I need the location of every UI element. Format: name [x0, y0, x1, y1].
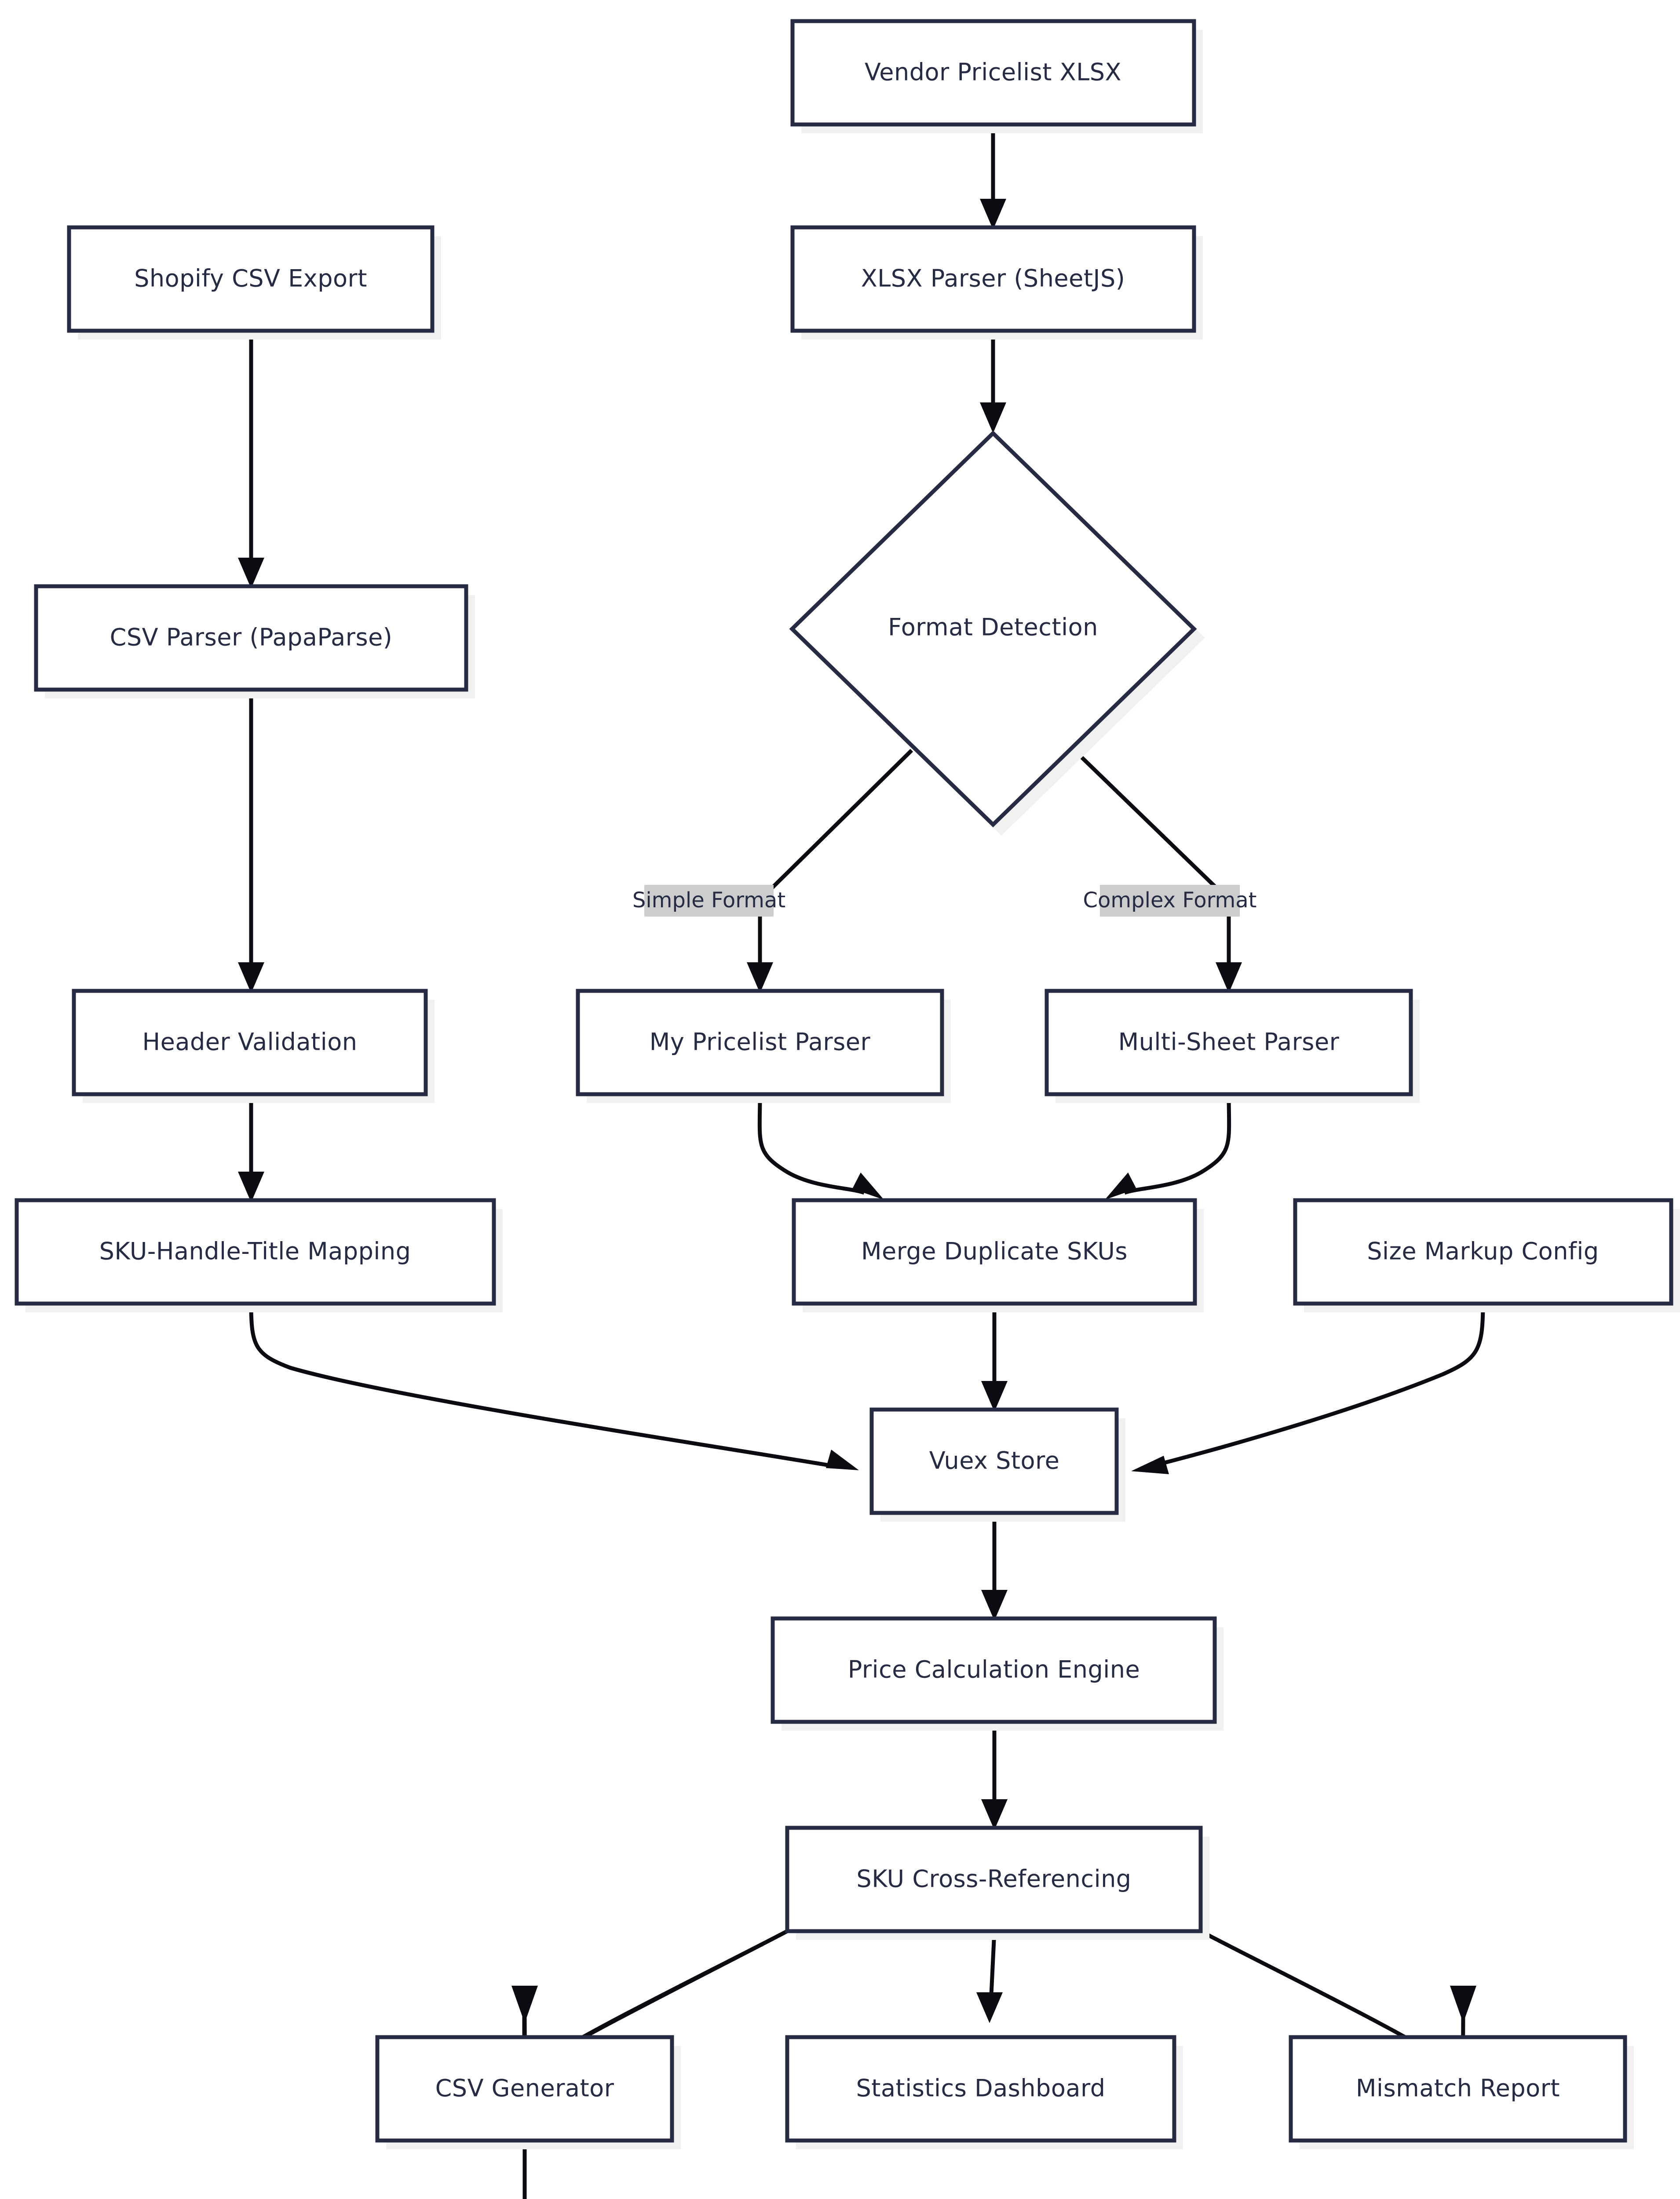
node-label-shopify-csv-export: Shopify CSV Export	[134, 265, 367, 292]
edge-format-detection-to-my-pricelist-parser	[747, 749, 913, 993]
edge-label-text-simple-format: Simple Format	[632, 888, 785, 913]
node-label-vuex-store: Vuex Store	[929, 1447, 1060, 1475]
node-label-sku-handle-title-mapping: SKU-Handle-Title Mapping	[99, 1238, 411, 1265]
edge-label-simple-format: Simple Format	[632, 885, 785, 917]
node-label-price-calculation-engine: Price Calculation Engine	[848, 1656, 1140, 1684]
node-csv-parser-papaparse[interactable]: CSV Parser (PapaParse)	[34, 584, 468, 692]
edge-label-layer: Simple Format Complex Format	[632, 885, 1257, 917]
node-label-xlsx-parser-sheetjs: XLSX Parser (SheetJS)	[861, 265, 1125, 292]
node-my-pricelist-parser[interactable]: My Pricelist Parser	[576, 989, 944, 1096]
edge-price-calculation-engine-to-sku-cross-referencing	[981, 1722, 1008, 1830]
node-label-header-validation: Header Validation	[142, 1028, 358, 1056]
edge-multi-sheet-parser-to-merge-duplicate-skus	[1105, 1094, 1231, 1200]
edge-csv-generator-to-download-csv	[522, 2141, 527, 2199]
node-label-vendor-pricelist-xlsx: Vendor Pricelist XLSX	[865, 58, 1121, 86]
edge-sku-cross-referencing-to-statistics-dashboard	[976, 1931, 1003, 2023]
node-label-my-pricelist-parser: My Pricelist Parser	[650, 1028, 871, 1056]
node-label-merge-duplicate-skus: Merge Duplicate SKUs	[861, 1238, 1128, 1265]
edge-my-pricelist-parser-to-merge-duplicate-skus	[757, 1094, 884, 1200]
edge-xlsx-parser-to-format-detection	[980, 331, 1006, 433]
node-label-multi-sheet-parser: Multi-Sheet Parser	[1118, 1028, 1340, 1056]
node-vendor-pricelist-xlsx[interactable]: Vendor Pricelist XLSX	[790, 19, 1196, 127]
edge-vendor-xlsx-to-xlsx-parser	[980, 124, 1006, 230]
node-label-mismatch-report: Mismatch Report	[1356, 2075, 1560, 2102]
node-merge-duplicate-skus[interactable]: Merge Duplicate SKUs	[792, 1198, 1197, 1306]
edge-csv-parser-to-header-validation	[238, 690, 264, 993]
node-label-csv-parser-papaparse: CSV Parser (PapaParse)	[110, 624, 393, 651]
node-csv-generator[interactable]: CSV Generator	[375, 2035, 674, 2143]
node-sku-handle-title-mapping[interactable]: SKU-Handle-Title Mapping	[15, 1198, 496, 1306]
edge-size-markup-config-to-vuex-store	[1131, 1303, 1485, 1474]
node-label-format-detection: Format Detection	[888, 614, 1098, 641]
node-shopify-csv-export[interactable]: Shopify CSV Export	[67, 225, 435, 333]
edge-sku-mapping-to-vuex-store	[249, 1303, 859, 1470]
edge-vuex-store-to-price-calculation-engine	[981, 1513, 1008, 1621]
edge-label-complex-format: Complex Format	[1083, 885, 1257, 917]
node-label-statistics-dashboard: Statistics Dashboard	[856, 2075, 1106, 2102]
edge-format-detection-to-multi-sheet-parser	[1073, 749, 1242, 993]
edge-shopify-csv-to-csv-parser	[238, 331, 264, 588]
node-multi-sheet-parser[interactable]: Multi-Sheet Parser	[1045, 989, 1413, 1096]
node-label-csv-generator: CSV Generator	[435, 2075, 614, 2102]
node-layer: Vendor Pricelist XLSX Shopify CSV Export…	[15, 19, 1673, 2143]
node-mismatch-report[interactable]: Mismatch Report	[1289, 2035, 1627, 2143]
node-sku-cross-referencing[interactable]: SKU Cross-Referencing	[785, 1826, 1203, 1933]
edge-label-text-complex-format: Complex Format	[1083, 888, 1257, 913]
node-statistics-dashboard[interactable]: Statistics Dashboard	[785, 2035, 1176, 2143]
node-size-markup-config[interactable]: Size Markup Config	[1293, 1198, 1673, 1306]
node-xlsx-parser-sheetjs[interactable]: XLSX Parser (SheetJS)	[790, 225, 1196, 333]
node-price-calculation-engine[interactable]: Price Calculation Engine	[771, 1616, 1217, 1724]
node-format-detection[interactable]: Format Detection	[789, 430, 1197, 828]
node-vuex-store[interactable]: Vuex Store	[869, 1407, 1119, 1515]
node-label-sku-cross-referencing: SKU Cross-Referencing	[856, 1865, 1131, 1893]
edge-merge-duplicate-skus-to-vuex-store	[981, 1304, 1008, 1412]
edge-header-validation-to-sku-mapping	[238, 1094, 264, 1202]
node-label-size-markup-config: Size Markup Config	[1367, 1238, 1599, 1265]
node-header-validation[interactable]: Header Validation	[72, 989, 428, 1096]
